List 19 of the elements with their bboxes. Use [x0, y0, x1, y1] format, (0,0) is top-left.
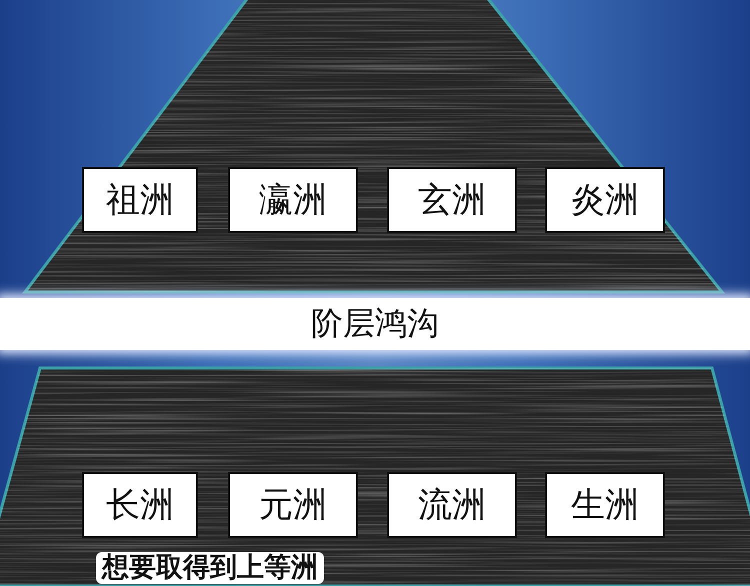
label-text: 长洲 [106, 484, 174, 527]
region-box [82, 472, 198, 538]
region-box [387, 167, 517, 233]
region-box [228, 472, 358, 538]
label-text: 生洲 [571, 484, 639, 527]
label-text: 玄洲 [418, 179, 486, 222]
region-box [228, 167, 358, 233]
label-text: 炎洲 [571, 179, 639, 222]
label-text: 流洲 [418, 484, 486, 527]
region-box [545, 472, 665, 538]
gap-band [0, 298, 750, 350]
region-box [387, 472, 517, 538]
caption-text: 想要取得到上等洲 [96, 552, 324, 584]
label-text: 元洲 [259, 484, 327, 527]
label-text: 阶层鸿沟 [311, 303, 439, 344]
region-box [82, 167, 198, 233]
region-box [545, 167, 665, 233]
label-text: 祖洲 [106, 179, 174, 222]
label-text: 瀛洲 [259, 179, 327, 222]
